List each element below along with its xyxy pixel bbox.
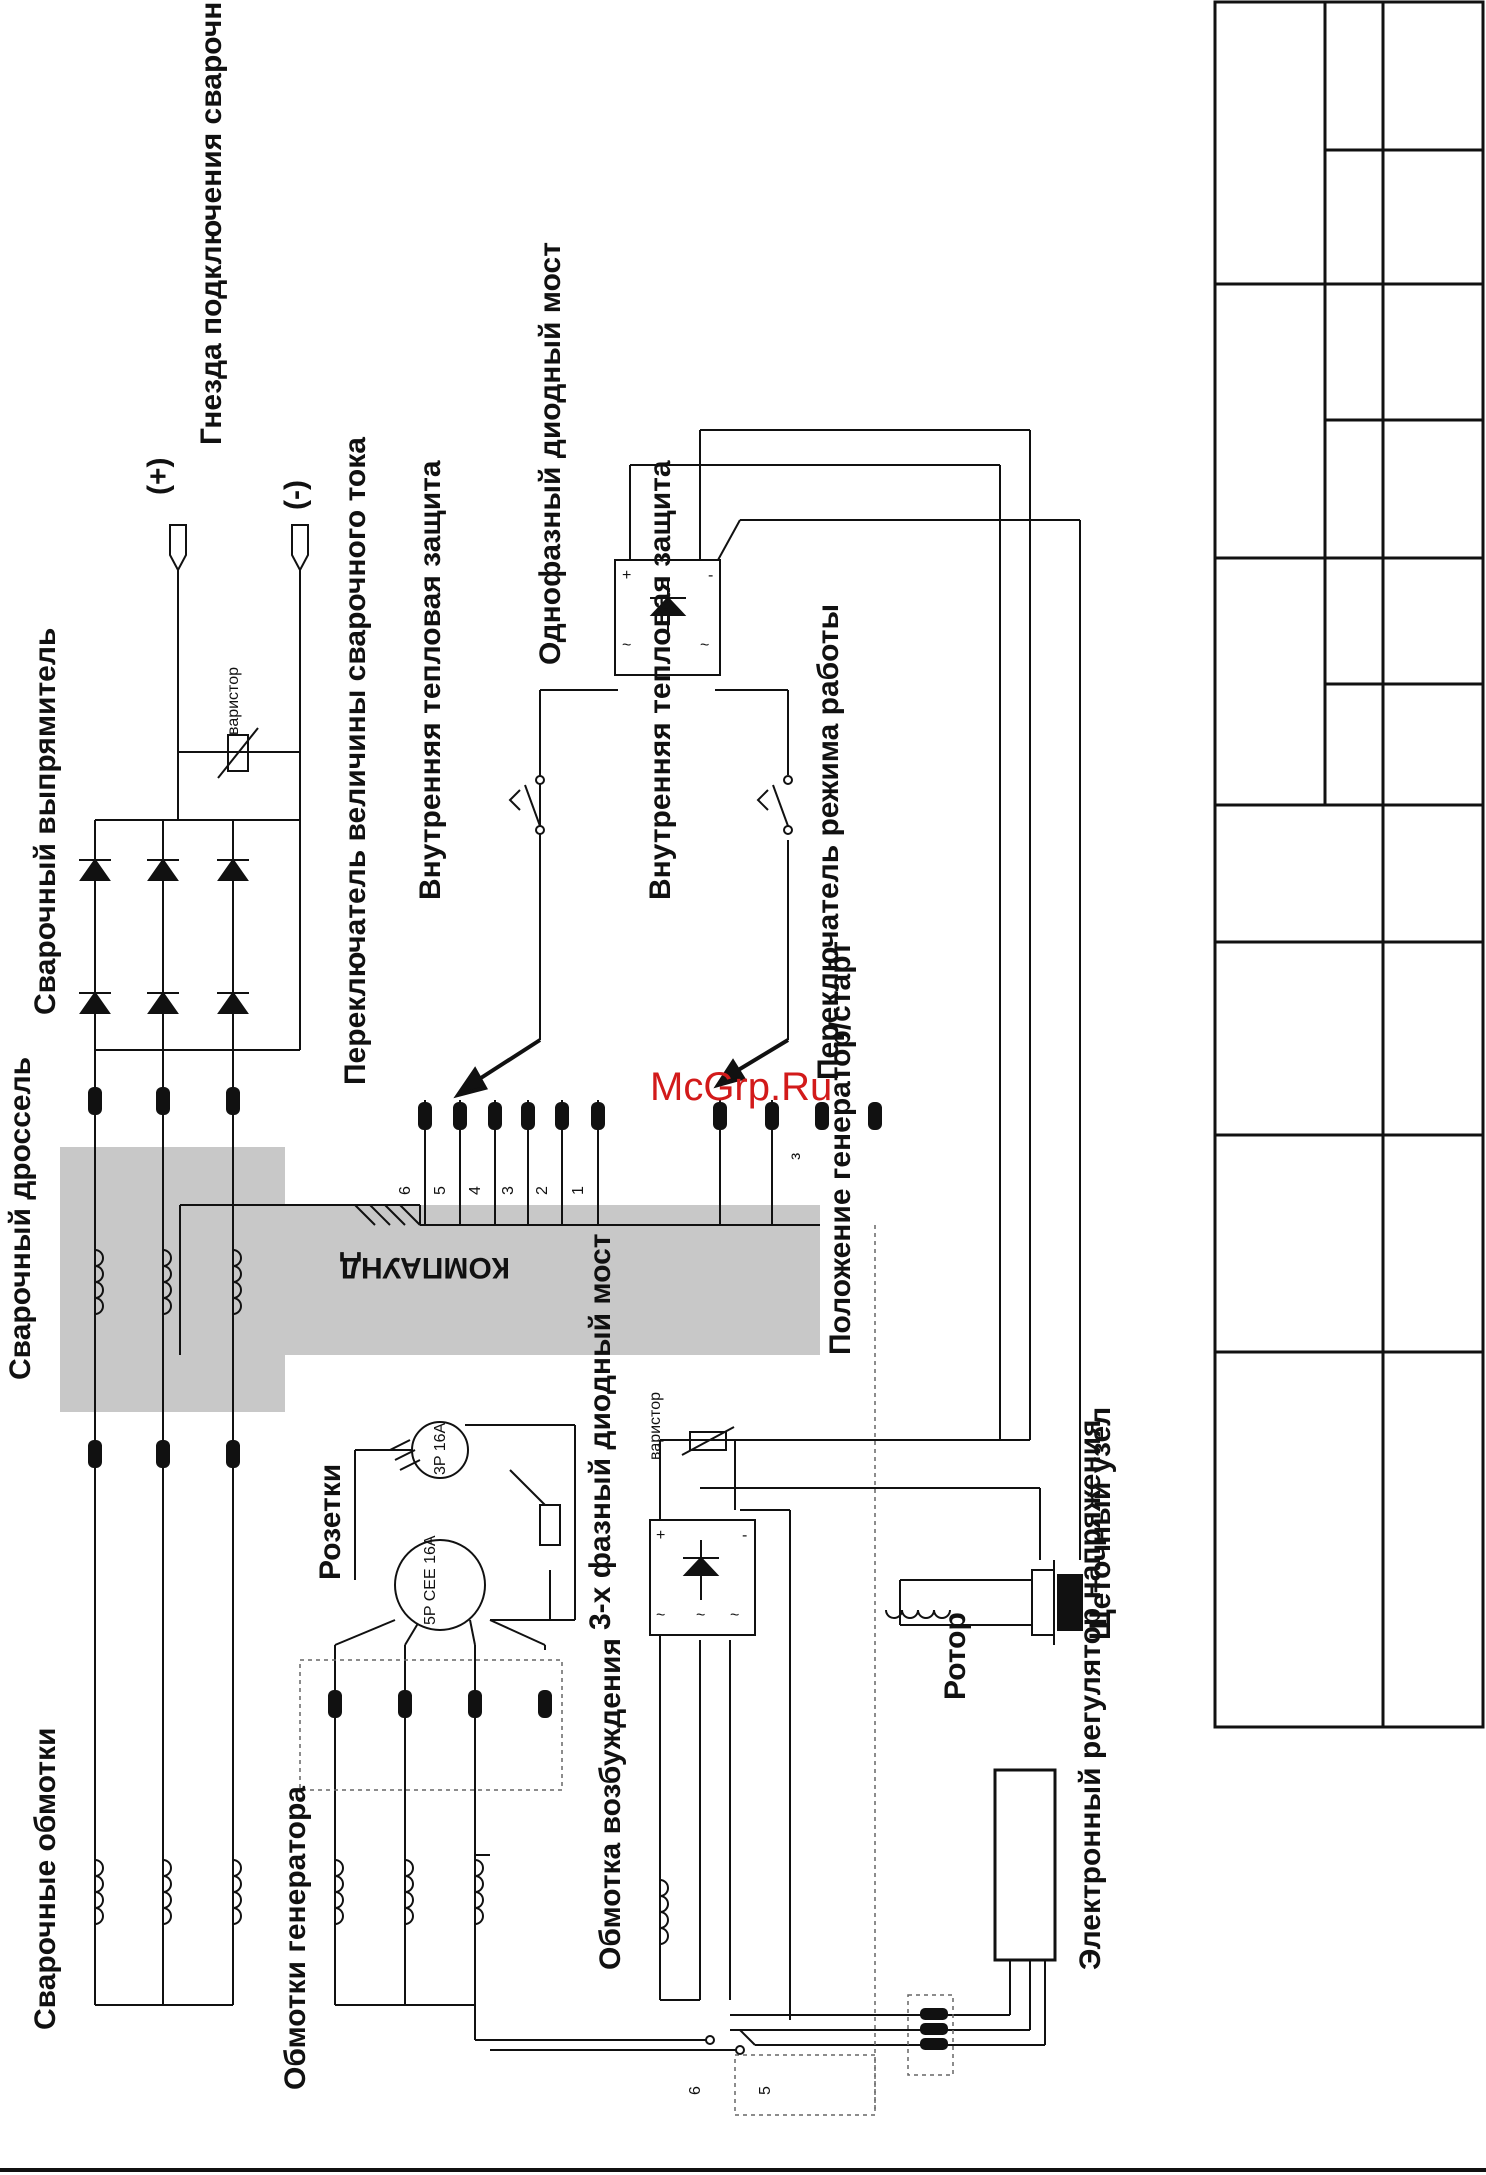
- label-welding-windings: Сварочные обмотки: [29, 1728, 62, 2030]
- label-excitation-winding: Обмотка возбуждения: [594, 1638, 627, 1970]
- label-varistor-bottom: варистор: [647, 1392, 664, 1460]
- selector-arrows: [453, 1038, 790, 1099]
- terminals: [88, 1087, 948, 2050]
- label-outlet-3p: 3P 16A: [432, 1422, 449, 1475]
- thermal-switches: [508, 775, 793, 835]
- tap-number: 2: [534, 1186, 551, 1195]
- tap-number: 1: [570, 1186, 587, 1195]
- three-phase-bridge-symbol: [649, 1519, 756, 1636]
- label-varistor-top: варистор: [225, 667, 242, 735]
- label-welding-rectifier: Сварочный выпрямитель: [29, 628, 62, 1015]
- label-voltage-regulator: Электронный регулятор напряжения: [1074, 1419, 1107, 1970]
- switch-number: 6: [687, 2086, 704, 2095]
- title-block: [1213, 0, 1485, 1729]
- label-single-phase-bridge: Однофазный диодный мост: [534, 242, 567, 665]
- label-compound: КОМПАУНД: [340, 1251, 510, 1284]
- bridge-ac-mark: ~: [656, 1607, 665, 1624]
- brush-unit-symbol: [1031, 1560, 1083, 1645]
- start-switch: [705, 2029, 756, 2055]
- label-three-phase-bridge: 3-х фазный диодный мост: [584, 1233, 617, 1630]
- bridge-ac-mark: ~: [700, 637, 709, 654]
- tap-strip: [180, 1204, 820, 1226]
- label-outlet-5p: 5P CEE 16A: [422, 1535, 439, 1625]
- label-minus: (-): [279, 480, 312, 510]
- bridge-marks: + - ~ ~ + - ~ ~ ~: [622, 567, 747, 1624]
- tap-number: 4: [467, 1186, 484, 1195]
- coils: [94, 1249, 951, 1945]
- varistor-bottom: [681, 1426, 735, 1456]
- label-rotor: Ротор: [939, 1612, 972, 1700]
- label-plus: (+): [142, 458, 175, 496]
- bridge-plus-mark: +: [656, 1527, 665, 1544]
- tap-number-group: 6 5 4 3 2 1 з 6 5: [397, 1153, 804, 2095]
- bridge-ac-mark: ~: [696, 1607, 705, 1624]
- bridge-minus-mark: -: [708, 567, 713, 584]
- regulator-box: [993, 1768, 1057, 1962]
- label-sockets-title-line1: Гнезда подключения сварочных кабелей: [195, 0, 228, 445]
- label-mode-switch: Переключатель режима работы: [812, 604, 845, 1080]
- label-outlets: Розетки: [314, 1464, 347, 1580]
- outlet-symbols: [389, 1421, 561, 1631]
- output-sockets: [169, 524, 309, 573]
- compound-area: [180, 1205, 820, 1355]
- tap-number: 6: [397, 1186, 414, 1195]
- rectifier-diodes: [79, 858, 249, 1014]
- label-generator-windings: Обмотки генератора: [279, 1786, 312, 2090]
- bridge-ac-mark: ~: [622, 637, 631, 654]
- label-current-switch: Переключатель величины сварочного тока: [339, 437, 372, 1085]
- label-brush-unit: Щеточный узел: [1084, 1407, 1117, 1640]
- label-gen-start-position: Положение генератор/старт: [824, 941, 857, 1355]
- label-thermal-protection-1: Внутренняя тепловая защита: [414, 460, 447, 900]
- label-welding-choke: Сварочный дроссель: [4, 1057, 37, 1380]
- tap-number: 3: [500, 1186, 517, 1195]
- dashed-frames: [299, 1225, 954, 2116]
- varistor-top: [217, 727, 259, 779]
- bridge-plus-mark: +: [622, 567, 631, 584]
- label-thermal-protection-2: Внутренняя тепловая защита: [644, 460, 677, 900]
- single-phase-bridge-symbol: [614, 559, 721, 676]
- switch-number: 5: [757, 2086, 774, 2095]
- bridge-ac-mark: ~: [730, 1607, 739, 1624]
- mode-mark: з: [787, 1153, 804, 1160]
- bridge-minus-mark: -: [742, 1527, 747, 1544]
- tap-number: 5: [432, 1186, 449, 1195]
- watermark: McGrp.Ru: [650, 1065, 832, 1109]
